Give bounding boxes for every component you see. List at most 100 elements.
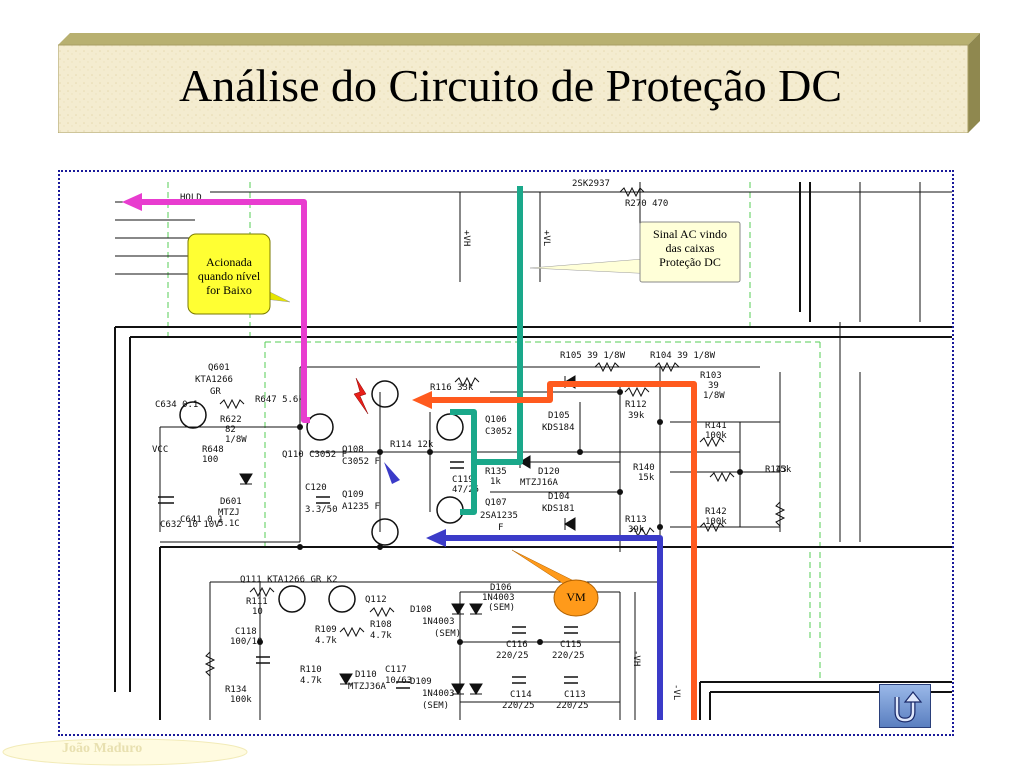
r647-label: R647 5.6k	[255, 395, 304, 405]
r143-val-label: 15k	[775, 465, 792, 475]
d108-part-label: 1N4003	[422, 617, 455, 627]
c114-val-label: 220/25	[502, 701, 535, 711]
r142-val-label: 100k	[705, 517, 727, 527]
d601-val-label: 5.1C	[218, 519, 240, 529]
q106-label: Q106	[485, 415, 507, 425]
c116-val-label: 220/25	[496, 651, 529, 661]
yellow-callout-box	[187, 233, 271, 315]
blue-pointer	[384, 462, 400, 484]
vh-neg-label: -VH	[631, 650, 641, 666]
vl-neg-label: -VL	[671, 684, 681, 700]
d104-label: D104	[548, 492, 570, 502]
c114-label: C114	[510, 690, 532, 700]
q108-label: Q108	[342, 445, 364, 455]
q107-label: Q107	[485, 498, 507, 508]
c117-label: C117	[385, 665, 407, 675]
r134-label: R134	[225, 685, 247, 695]
d601-label: D601	[220, 497, 242, 507]
ac-callout-line1: Sinal AC vindo	[652, 227, 727, 241]
ac-callout-pointer	[529, 257, 657, 275]
magenta-trace	[140, 199, 310, 423]
c115-label: C115	[560, 640, 582, 650]
d110-part-label: MTZJ36A	[348, 682, 387, 692]
c119-val-label: 47/25	[452, 485, 479, 495]
r103-label: R103	[700, 371, 722, 381]
r104-label: R104 39 1/8W	[650, 351, 716, 361]
c113-label: C113	[564, 690, 586, 700]
d110-label: D110	[355, 670, 377, 680]
r113-val-label: 39k	[628, 525, 645, 535]
vl-label: +VL	[541, 230, 551, 246]
d109-sem-label: (SEM)	[422, 701, 449, 711]
r109-label: R109	[315, 625, 337, 635]
d108-label: D108	[410, 605, 432, 615]
footer-swoosh	[2, 738, 248, 766]
vcc-label: VCC	[152, 445, 168, 455]
d104-part-label: KDS181	[542, 504, 575, 514]
d120-label: D120	[538, 467, 560, 477]
yellow-callout-line2: quando nível	[197, 268, 261, 283]
d601-part-label: MTZJ	[218, 508, 240, 518]
r141-label: R141	[705, 421, 727, 431]
d120-part-label: MTZJ16A	[520, 478, 559, 488]
c118-val-label: 100/10	[230, 637, 263, 647]
d108-sem-label: (SEM)	[434, 629, 461, 639]
u-turn-arrow-icon	[894, 691, 923, 723]
r105-label: R105 39 1/8W	[560, 351, 626, 361]
q106-part-label: C3052	[485, 427, 512, 437]
c116-label: C116	[506, 640, 528, 650]
r143-label: R143	[765, 465, 787, 475]
ac-callout-text: Sinal AC vindo das caixas Proteção DC	[640, 227, 740, 269]
r622-w-label: 1/8W	[225, 435, 247, 445]
c118-label: C118	[235, 627, 257, 637]
r111-val-label: 10	[252, 607, 263, 617]
q110-label: Q110 C3052 F	[282, 450, 347, 460]
magenta-arrowhead	[122, 193, 142, 211]
r108-val-label: 4.7k	[370, 631, 392, 641]
r103-w-label: 1/8W	[703, 391, 725, 401]
c634-label: C634 0.1	[155, 400, 198, 410]
yellow-callout-text: Acionada quando nível for Baixo	[188, 255, 270, 297]
r648-val-label: 100	[202, 455, 218, 465]
q109-part-label: A1235 F	[342, 502, 380, 512]
d105-part-label: KDS184	[542, 423, 575, 433]
blue-arrowhead	[426, 529, 446, 547]
vm-callout-ellipse	[553, 579, 599, 617]
r270-label: R270 470	[625, 199, 668, 209]
ac-callout-line2: das caixas	[665, 240, 715, 255]
r140-val-label: 15k	[638, 473, 655, 483]
d109-label: D109	[410, 677, 432, 687]
d109-part-label: 1N4003	[422, 689, 455, 699]
d105-label: D105	[548, 411, 570, 421]
r112-val-label: 39k	[628, 411, 645, 421]
blue-trace	[446, 535, 663, 720]
r108-label: R108	[370, 620, 392, 630]
r110-val-label: 4.7k	[300, 676, 322, 686]
q107-f-label: F	[498, 523, 503, 533]
c117-val-label: 10/63	[385, 676, 412, 686]
return-nav-button[interactable]	[879, 684, 931, 728]
r140-label: R140	[633, 463, 655, 473]
lightning-bolt-icon	[353, 377, 369, 415]
r111-label: R111	[246, 597, 268, 607]
r103-val-label: 39	[708, 381, 719, 391]
ac-callout-line3: Proteção DC	[659, 254, 721, 269]
r141-val-label: 100k	[705, 431, 727, 441]
r112-label: R112	[625, 400, 647, 410]
r109-val-label: 4.7k	[315, 636, 337, 646]
q111-label: Q111 KTA1266 GR K2	[240, 575, 338, 585]
q108-part-label: C3052 F	[342, 457, 380, 467]
c632-label: C632 10 10V	[160, 520, 220, 530]
d106-part-label: 1N4003	[482, 593, 515, 603]
r622-val-label: 82	[225, 425, 236, 435]
r134-val-label: 100k	[230, 695, 252, 705]
r135-label: R135	[485, 467, 507, 477]
r142-label: R142	[705, 507, 727, 517]
r113-label: R113	[625, 515, 647, 525]
q601-gr-label: GR	[210, 387, 221, 397]
page-title: Análise do Circuito de Proteção DC	[178, 60, 843, 111]
r116-label: R116 33k	[430, 383, 474, 393]
yellow-callout-line1: Acionada	[206, 255, 252, 269]
vh-label: +VH	[461, 230, 471, 246]
q112-label: Q112	[365, 595, 387, 605]
